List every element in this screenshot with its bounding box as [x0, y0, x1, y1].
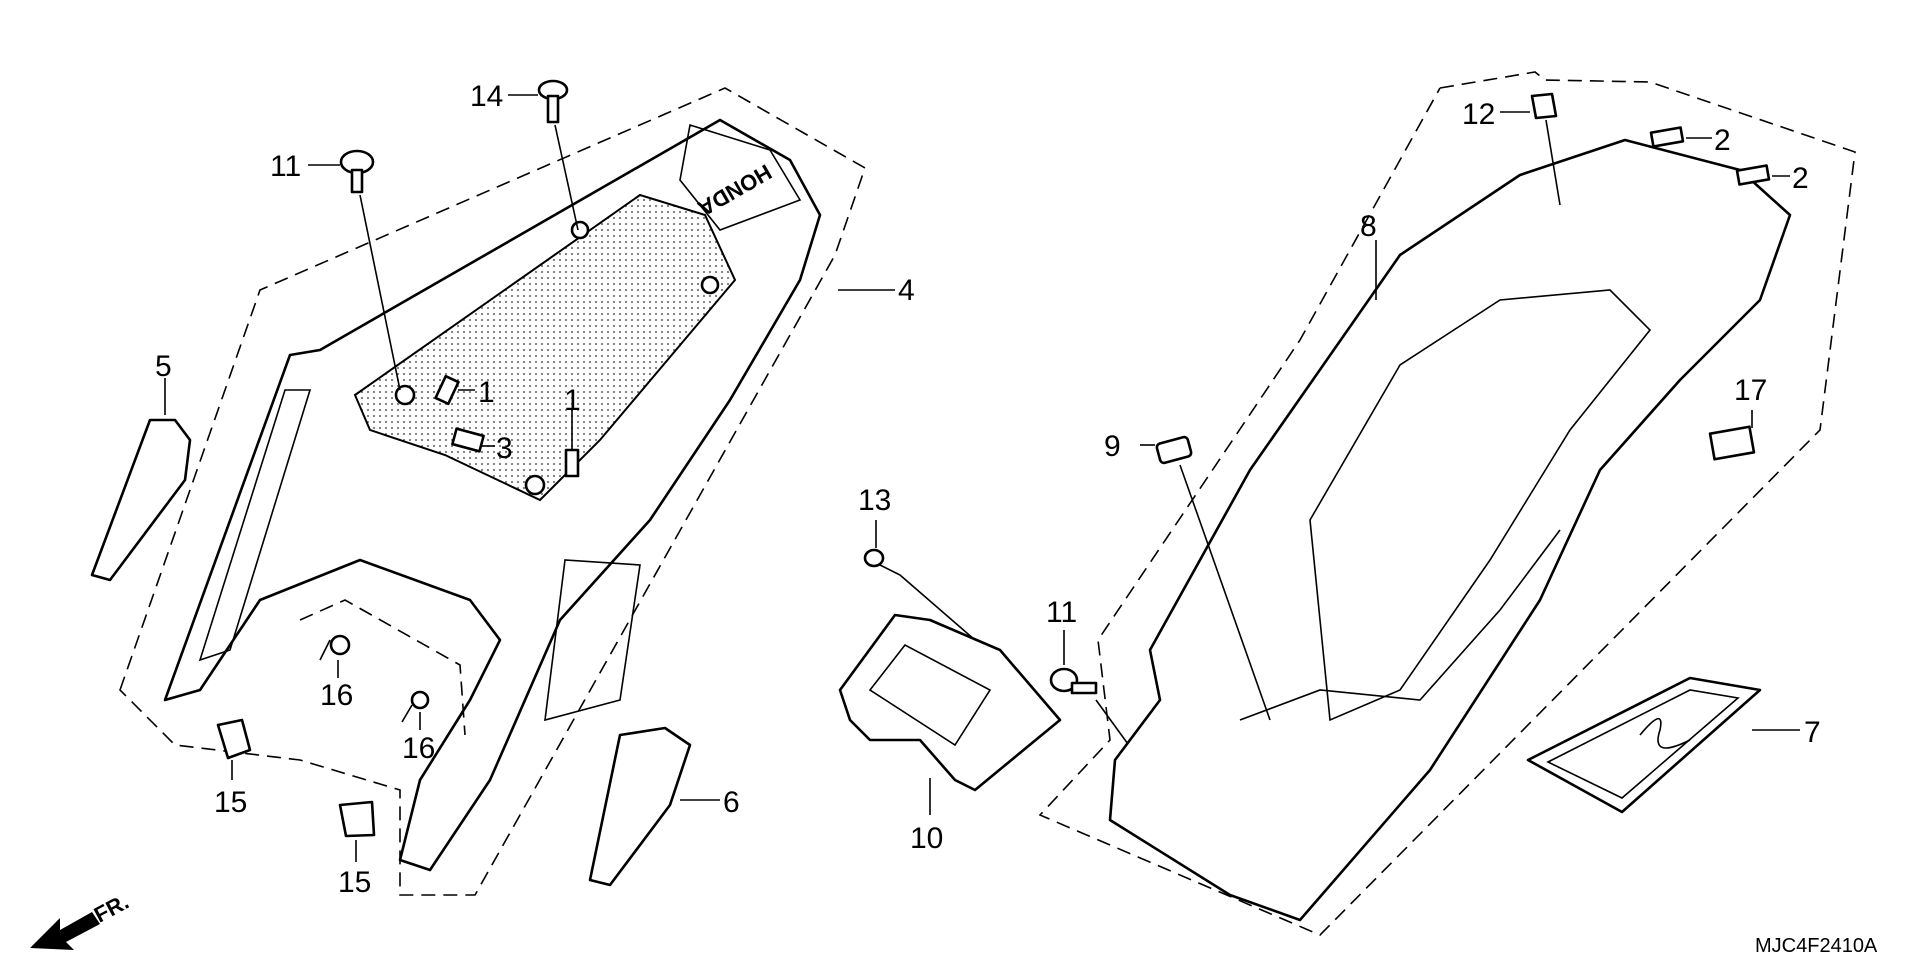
callout-2b: 2: [1792, 162, 1809, 195]
cowl-inner-rail-left: [198, 389, 312, 662]
callout-11b: 11: [1046, 596, 1077, 629]
callout-13: 14: [470, 80, 503, 113]
callout-1a: 1: [478, 376, 495, 409]
bolt-11-right[interactable]: [1049, 667, 1098, 695]
rear-fender-part[interactable]: [1108, 138, 1792, 922]
fender-clip-8[interactable]: [1155, 435, 1193, 465]
front-direction-arrow: FR.: [30, 889, 133, 950]
bolt-13[interactable]: [537, 79, 569, 124]
seat-cowl-group: HONDA 4 1 1 3 14: [90, 79, 915, 899]
grommet-12[interactable]: [1530, 92, 1558, 120]
callout-3: 3: [496, 432, 513, 465]
callout-4: 4: [898, 274, 915, 307]
bolt-11-left[interactable]: [339, 149, 375, 194]
tool-bag-squiggle: [1639, 717, 1691, 749]
seat-recess: [353, 193, 737, 502]
screw-16b[interactable]: [401, 690, 430, 723]
callout-14: 13: [858, 484, 891, 517]
callout-7: 7: [1804, 716, 1821, 749]
tool-bag-part[interactable]: [1526, 676, 1762, 814]
screw-14-axis: [899, 574, 976, 641]
callout-8: 9: [1104, 430, 1121, 463]
callout-6: 6: [723, 786, 740, 819]
clip-8-axis: [1179, 464, 1271, 721]
socket-a: [394, 384, 416, 406]
label-plate-17[interactable]: [1708, 425, 1756, 461]
grommet-15b[interactable]: [338, 800, 376, 838]
socket-d: [700, 275, 720, 295]
cowl-spine: [679, 123, 802, 231]
bolt-11-axis: [359, 194, 401, 391]
callout-5: 5: [155, 350, 172, 383]
callout-10: 10: [910, 822, 943, 855]
fender-inner-rib: [1239, 529, 1561, 721]
bolt-13-axis: [554, 124, 579, 231]
callout-15b: 15: [338, 866, 371, 899]
socket-c: [570, 220, 590, 240]
tool-bag-inner: [1546, 689, 1740, 799]
label-plate-1b: [564, 448, 580, 478]
fender-dashed-boundary: [1038, 71, 1856, 936]
callout-16a: 16: [320, 679, 353, 712]
callout-11a: 11: [270, 150, 301, 183]
callout-1b: 1: [564, 384, 581, 417]
callout-17: 17: [1734, 374, 1767, 407]
callout-12: 12: [1462, 98, 1495, 131]
bracket-10-part[interactable]: [838, 613, 1062, 792]
cowl-inner-rail-right: [544, 559, 641, 722]
side-cover-6[interactable]: [588, 726, 692, 887]
screw-16a[interactable]: [319, 634, 351, 661]
callout-16b: 16: [402, 732, 435, 765]
bracket-dashed: [299, 599, 466, 736]
tool-bag-group: 7: [1526, 676, 1821, 814]
label-plate-3: [451, 427, 485, 453]
socket-b: [524, 474, 546, 496]
callout-2a: 2: [1714, 124, 1731, 157]
side-cover-5[interactable]: [90, 418, 192, 582]
seat-cowl-dashed-boundary: [119, 87, 866, 896]
screw-14[interactable]: [863, 548, 901, 576]
grommet-15a[interactable]: [216, 718, 252, 760]
label-plate-2a[interactable]: [1649, 126, 1685, 148]
fender-inner-well: [1309, 289, 1652, 722]
callout-15a: 15: [214, 786, 247, 819]
callout-9: 8: [1360, 210, 1377, 243]
seat-cowl-part[interactable]: [163, 118, 822, 872]
grommet-12-axis: [1545, 119, 1561, 206]
rear-fender-group: 9 8 12 2 2 17: [1038, 71, 1856, 936]
arrow-icon: [30, 912, 100, 950]
diagram-code: MJC4F2410A: [1755, 935, 1878, 957]
label-plate-2b[interactable]: [1735, 164, 1771, 186]
bracket-10-inner: [868, 643, 992, 747]
label-plate-1a: [434, 374, 460, 406]
